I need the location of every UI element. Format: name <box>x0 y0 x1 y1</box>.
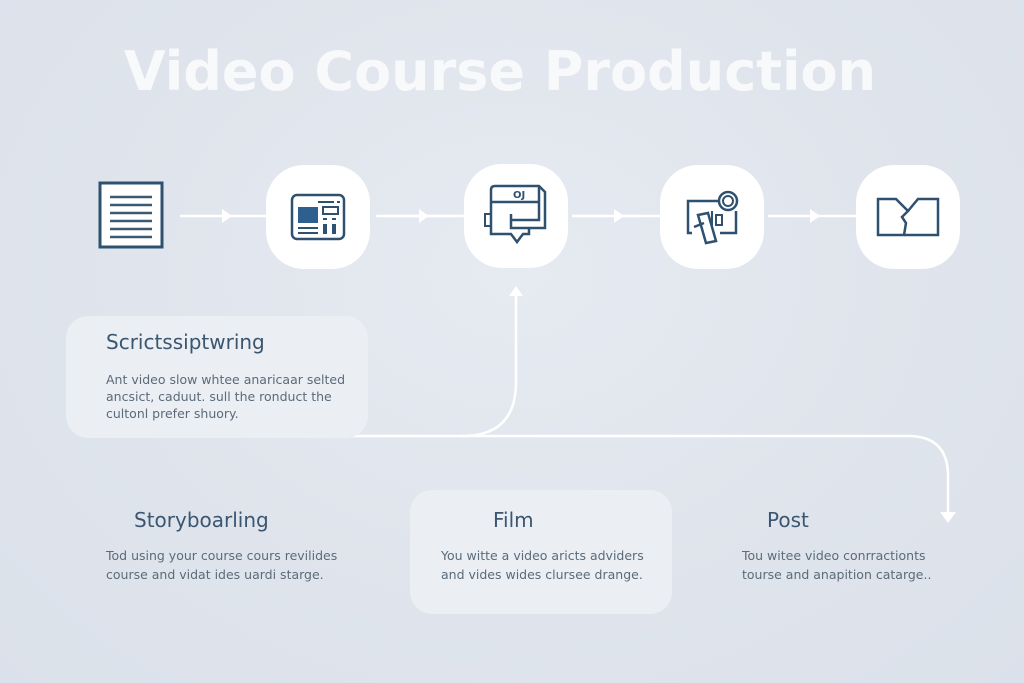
card-text-line: ancsict, caduut. sull the ronduct the <box>106 389 332 404</box>
section-title: Storyboarling <box>134 508 269 532</box>
section-text-line: Tou witee video conrractionts <box>742 548 926 563</box>
card-text-line: cultonl prefer shuory. <box>106 406 239 421</box>
card-title: Scrictssiptwring <box>106 330 265 354</box>
page-title: Video Course Production <box>123 40 877 103</box>
camera-rig-icon <box>686 190 739 245</box>
card-text-line: Ant video slow whtee anaricaar selted <box>106 372 346 387</box>
node-script <box>98 181 164 253</box>
card-film <box>410 490 672 614</box>
section-text-line: Tod using your course cours revilides <box>106 548 338 563</box>
card-text-line: You witte a video aricts adviders <box>441 548 644 563</box>
node-storyboard <box>266 165 370 269</box>
node-film: OJ <box>464 164 568 268</box>
card-scriptwriting <box>66 316 368 438</box>
section-text-line: course and vidat ides uardi starge. <box>106 567 324 582</box>
layout-panel-icon <box>290 193 346 241</box>
svg-text:OJ: OJ <box>513 190 525 201</box>
section-text-line: tourse and anapition catarge.. <box>742 567 932 582</box>
node-camera <box>660 165 764 269</box>
broken-frame-icon <box>876 197 940 237</box>
card-title: Film <box>493 508 534 532</box>
chat-clapper-icon: OJ <box>484 184 547 245</box>
node-post <box>856 165 960 269</box>
document-lines-icon <box>98 181 164 249</box>
section-title: Post <box>767 508 809 532</box>
card-text-line: and vides wides clursee drange. <box>441 567 643 582</box>
